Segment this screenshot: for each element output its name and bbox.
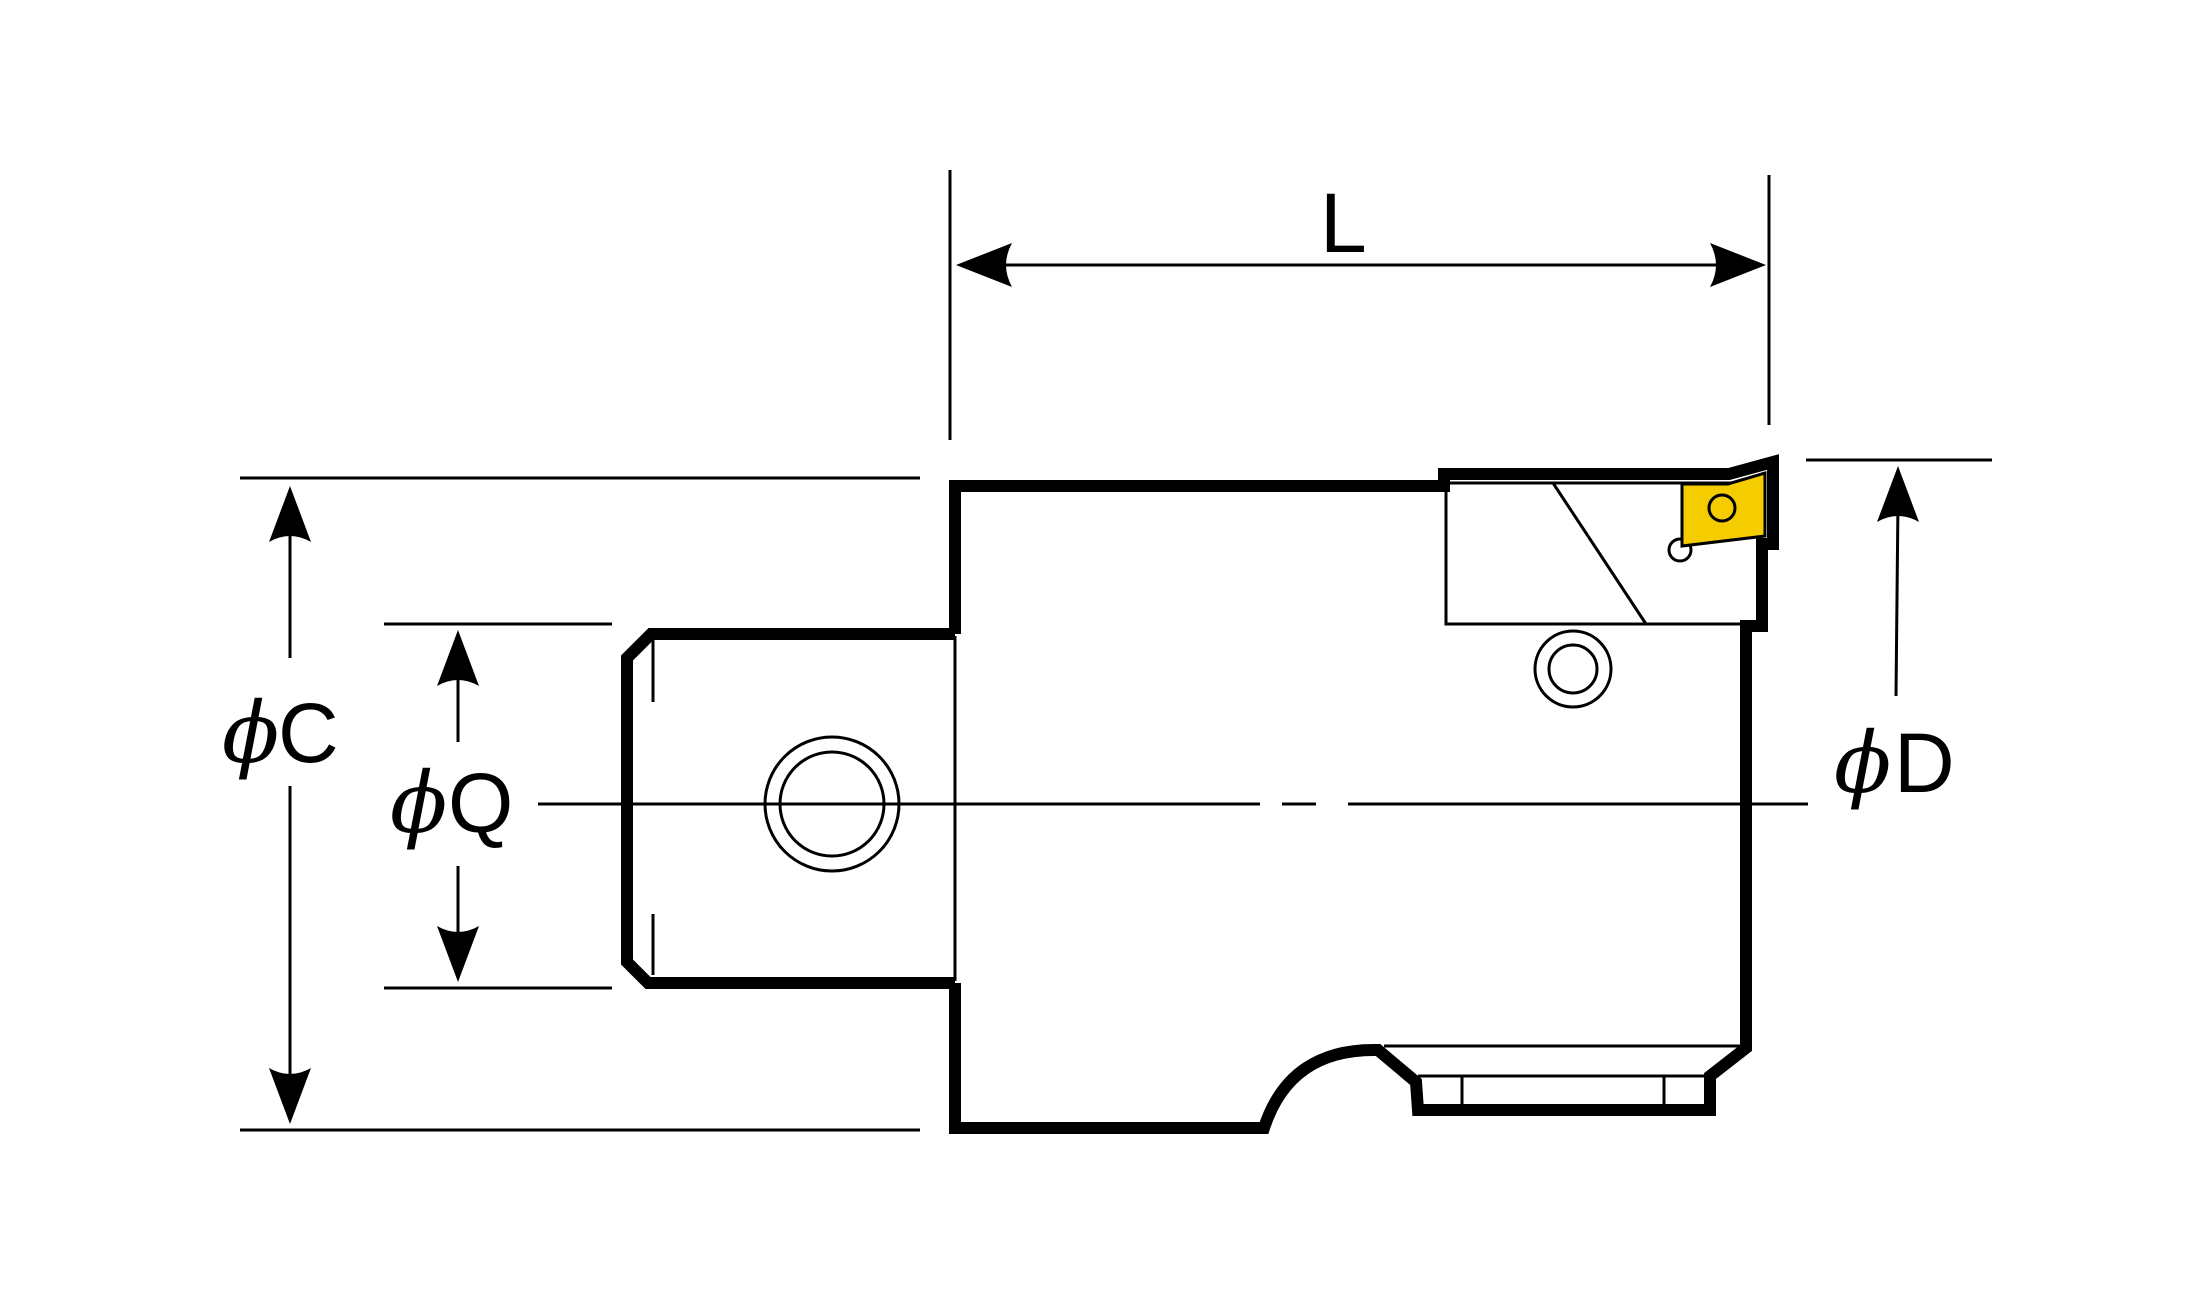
phi-symbol-c: ϕ xyxy=(222,684,279,782)
tool-body xyxy=(621,454,1779,1134)
label-d: D xyxy=(1894,716,1955,810)
body-bore-outer xyxy=(763,735,901,873)
insert-body xyxy=(1680,470,1767,548)
dimension-line-d xyxy=(1894,499,1900,697)
dimension-c: ϕ C xyxy=(222,476,920,1132)
cartridge-diagonal xyxy=(1551,482,1648,625)
arrowhead-l-right xyxy=(1710,243,1766,287)
shank-outline xyxy=(621,628,955,989)
adjustment-screw-outer xyxy=(1533,629,1613,709)
phi-symbol-d: ϕ xyxy=(1834,714,1891,812)
label-q: Q xyxy=(448,756,513,850)
label-l: L xyxy=(1320,176,1367,270)
arrowhead-l-left xyxy=(956,243,1012,287)
adjustment-screw-inner xyxy=(1547,643,1599,695)
dimension-d: ϕ D xyxy=(1806,458,1992,812)
label-c: C xyxy=(278,686,339,780)
insert-screw-icon xyxy=(1707,493,1737,523)
body-bore-inner xyxy=(778,750,886,858)
arrowhead-q-top xyxy=(437,630,479,686)
arrowhead-q-bottom xyxy=(437,926,479,982)
phi-symbol-q: ϕ xyxy=(390,754,447,852)
cutting-insert xyxy=(1667,470,1767,563)
arrowhead-d-top xyxy=(1877,466,1919,522)
arrowhead-c-bottom xyxy=(269,1068,311,1124)
dimension-l: L xyxy=(948,170,1771,440)
body-outline xyxy=(949,454,1779,1134)
dimension-q: ϕ Q xyxy=(384,622,612,990)
arrowhead-c-top xyxy=(269,486,311,542)
